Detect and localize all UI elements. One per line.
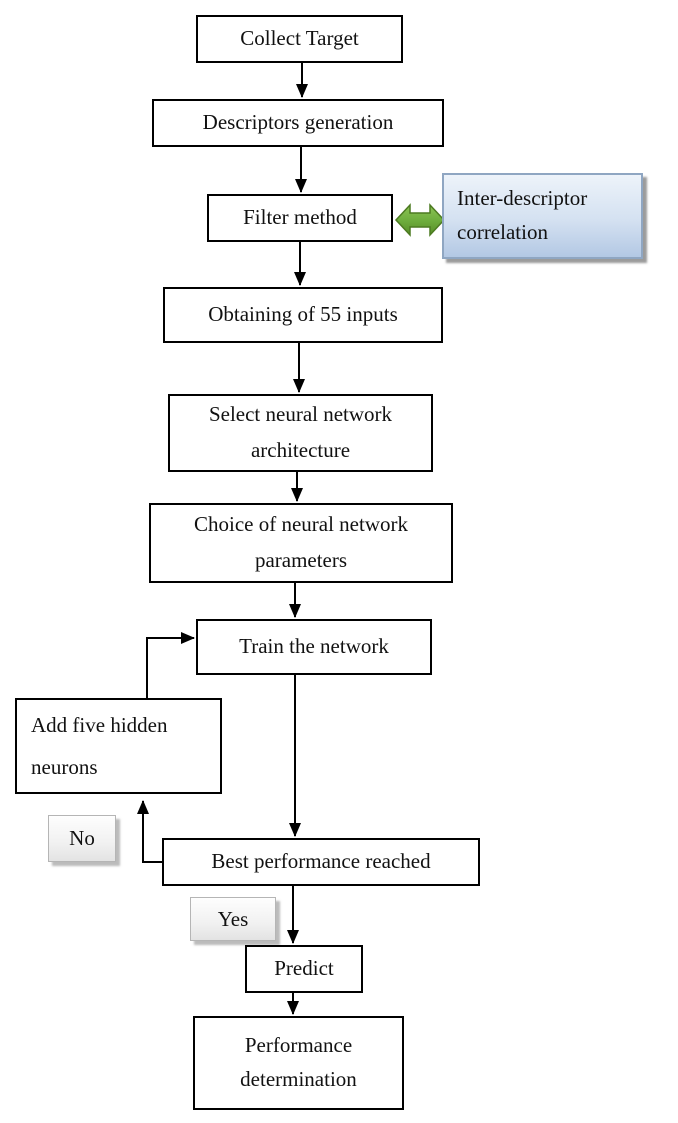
node-label: Best performance reached — [211, 849, 431, 874]
node-train-network: Train the network — [196, 619, 432, 675]
arrow-addneurons-to-train — [146, 632, 195, 698]
callout-label: Inter-descriptor correlation — [457, 186, 588, 244]
node-label: Predict — [274, 956, 334, 981]
branch-label-yes: Yes — [190, 897, 276, 941]
node-label: Filter method — [243, 205, 357, 230]
node-label: Descriptors generation — [202, 110, 394, 135]
arrow-best-to-addneurons — [137, 800, 162, 863]
node-label: Performance determination — [240, 1033, 357, 1091]
node-filter-method: Filter method — [207, 194, 393, 242]
node-label: Train the network — [239, 634, 389, 659]
double-arrow-icon — [394, 203, 446, 237]
node-descriptors-generation: Descriptors generation — [152, 99, 444, 147]
node-choice-parameters: Choice of neural network parameters — [149, 503, 453, 583]
branch-label-text: No — [69, 826, 95, 850]
node-label: Collect Target — [240, 26, 359, 51]
node-label: Add five hidden neurons — [31, 713, 168, 779]
node-add-hidden-neurons: Add five hidden neurons — [15, 698, 222, 794]
node-label: Choice of neural network parameters — [193, 512, 408, 572]
node-select-architecture: Select neural network architecture — [168, 394, 433, 472]
branch-label-text: Yes — [217, 906, 249, 931]
node-collect-target: Collect Target — [196, 15, 403, 63]
node-label: Select neural network architecture — [208, 402, 393, 462]
node-label: Obtaining of 55 inputs — [208, 302, 398, 327]
node-performance-determination: Performance determination — [193, 1016, 404, 1110]
node-best-performance: Best performance reached — [162, 838, 480, 886]
node-predict: Predict — [245, 945, 363, 993]
callout-inter-descriptor-correlation: Inter-descriptor correlation — [442, 173, 643, 259]
branch-label-no: No — [48, 815, 116, 862]
node-obtaining-inputs: Obtaining of 55 inputs — [163, 287, 443, 343]
